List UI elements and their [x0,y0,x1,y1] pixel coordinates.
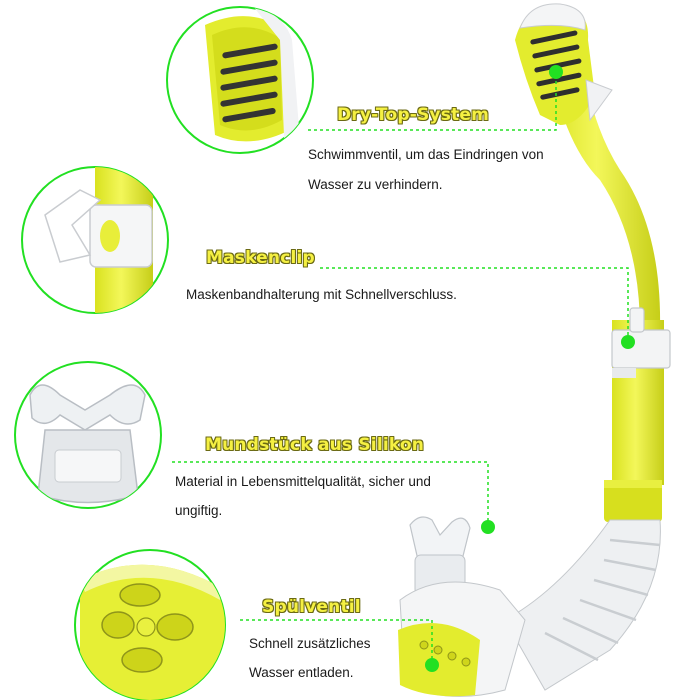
feature-title-mouthpiece: Mundstück aus Silikon [205,435,425,455]
snorkel-main [398,3,671,697]
purge-valve-detail [74,549,226,700]
feature-title-purge-valve: Spülventil [262,597,361,617]
feature-desc-mask-clip-line1: Maskenbandhalterung mit Schnellverschlus… [186,287,457,302]
feature-title-mask-clip: Maskenclip [206,248,315,268]
callout-lines [172,72,629,658]
feature-desc-purge-valve-line2: Wasser entladen. [249,665,354,680]
callout-dots [425,65,635,672]
feature-desc-mouthpiece-line2: ungiftig. [175,503,223,518]
feature-desc-mouthpiece-line1: Material in Lebensmittelqualität, sicher… [175,474,431,489]
feature-desc-purge-valve-line1: Schnell zusätzliches [249,636,371,651]
mouthpiece-detail [14,361,162,509]
feature-desc-dry-top-line2: Wasser zu verhindern. [308,177,443,192]
feature-title-dry-top: Dry-Top-System [337,105,489,125]
dry-top-detail [166,6,314,154]
feature-desc-dry-top-line1: Schwimmventil, um das Eindringen von [308,147,544,162]
mask-clip-detail [21,166,169,314]
